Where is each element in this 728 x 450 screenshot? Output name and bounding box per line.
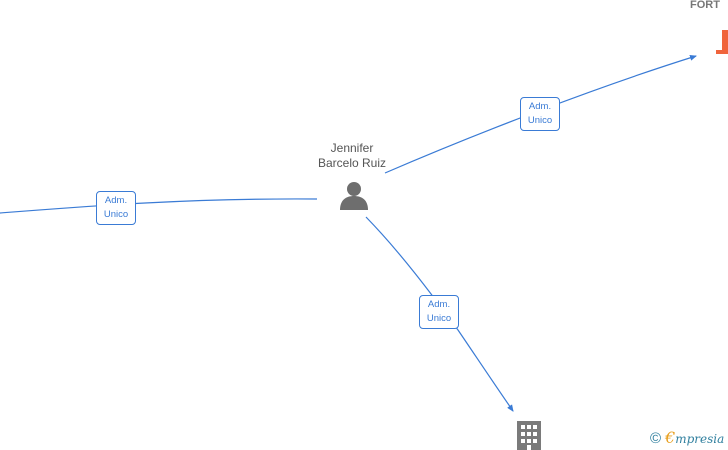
brand-logo-text: mpresia xyxy=(675,432,725,446)
edge-label-line1: Adm. xyxy=(104,195,128,206)
person-name-line1: Jennifer xyxy=(330,141,374,155)
edge-label-line2: Unico xyxy=(426,313,452,324)
edge-left xyxy=(0,198,318,214)
edge-label-line2: Unico xyxy=(103,209,129,220)
copyright-symbol: © xyxy=(650,430,662,447)
person-icon[interactable] xyxy=(339,181,369,210)
edge-label-top-right[interactable]: Adm. Unico xyxy=(520,97,560,131)
brand-watermark: ©€mpresia xyxy=(650,430,724,447)
company-name-top-right[interactable]: FORT xyxy=(690,0,720,11)
company-icon-top-right[interactable] xyxy=(716,24,728,56)
person-name-line2: Barcelo Ruiz xyxy=(317,156,387,170)
edge-label-left[interactable]: Adm. Unico xyxy=(96,191,136,225)
building-icon[interactable] xyxy=(516,420,542,450)
edge-label-line2: Unico xyxy=(527,115,553,126)
edge-label-bottom[interactable]: Adm. Unico xyxy=(419,295,459,329)
edge-label-line1: Adm. xyxy=(528,101,552,112)
person-name[interactable]: Jennifer Barcelo Ruiz xyxy=(300,141,404,171)
brand-logo-mark: € xyxy=(665,428,676,447)
edge-label-line1: Adm. xyxy=(427,299,451,310)
